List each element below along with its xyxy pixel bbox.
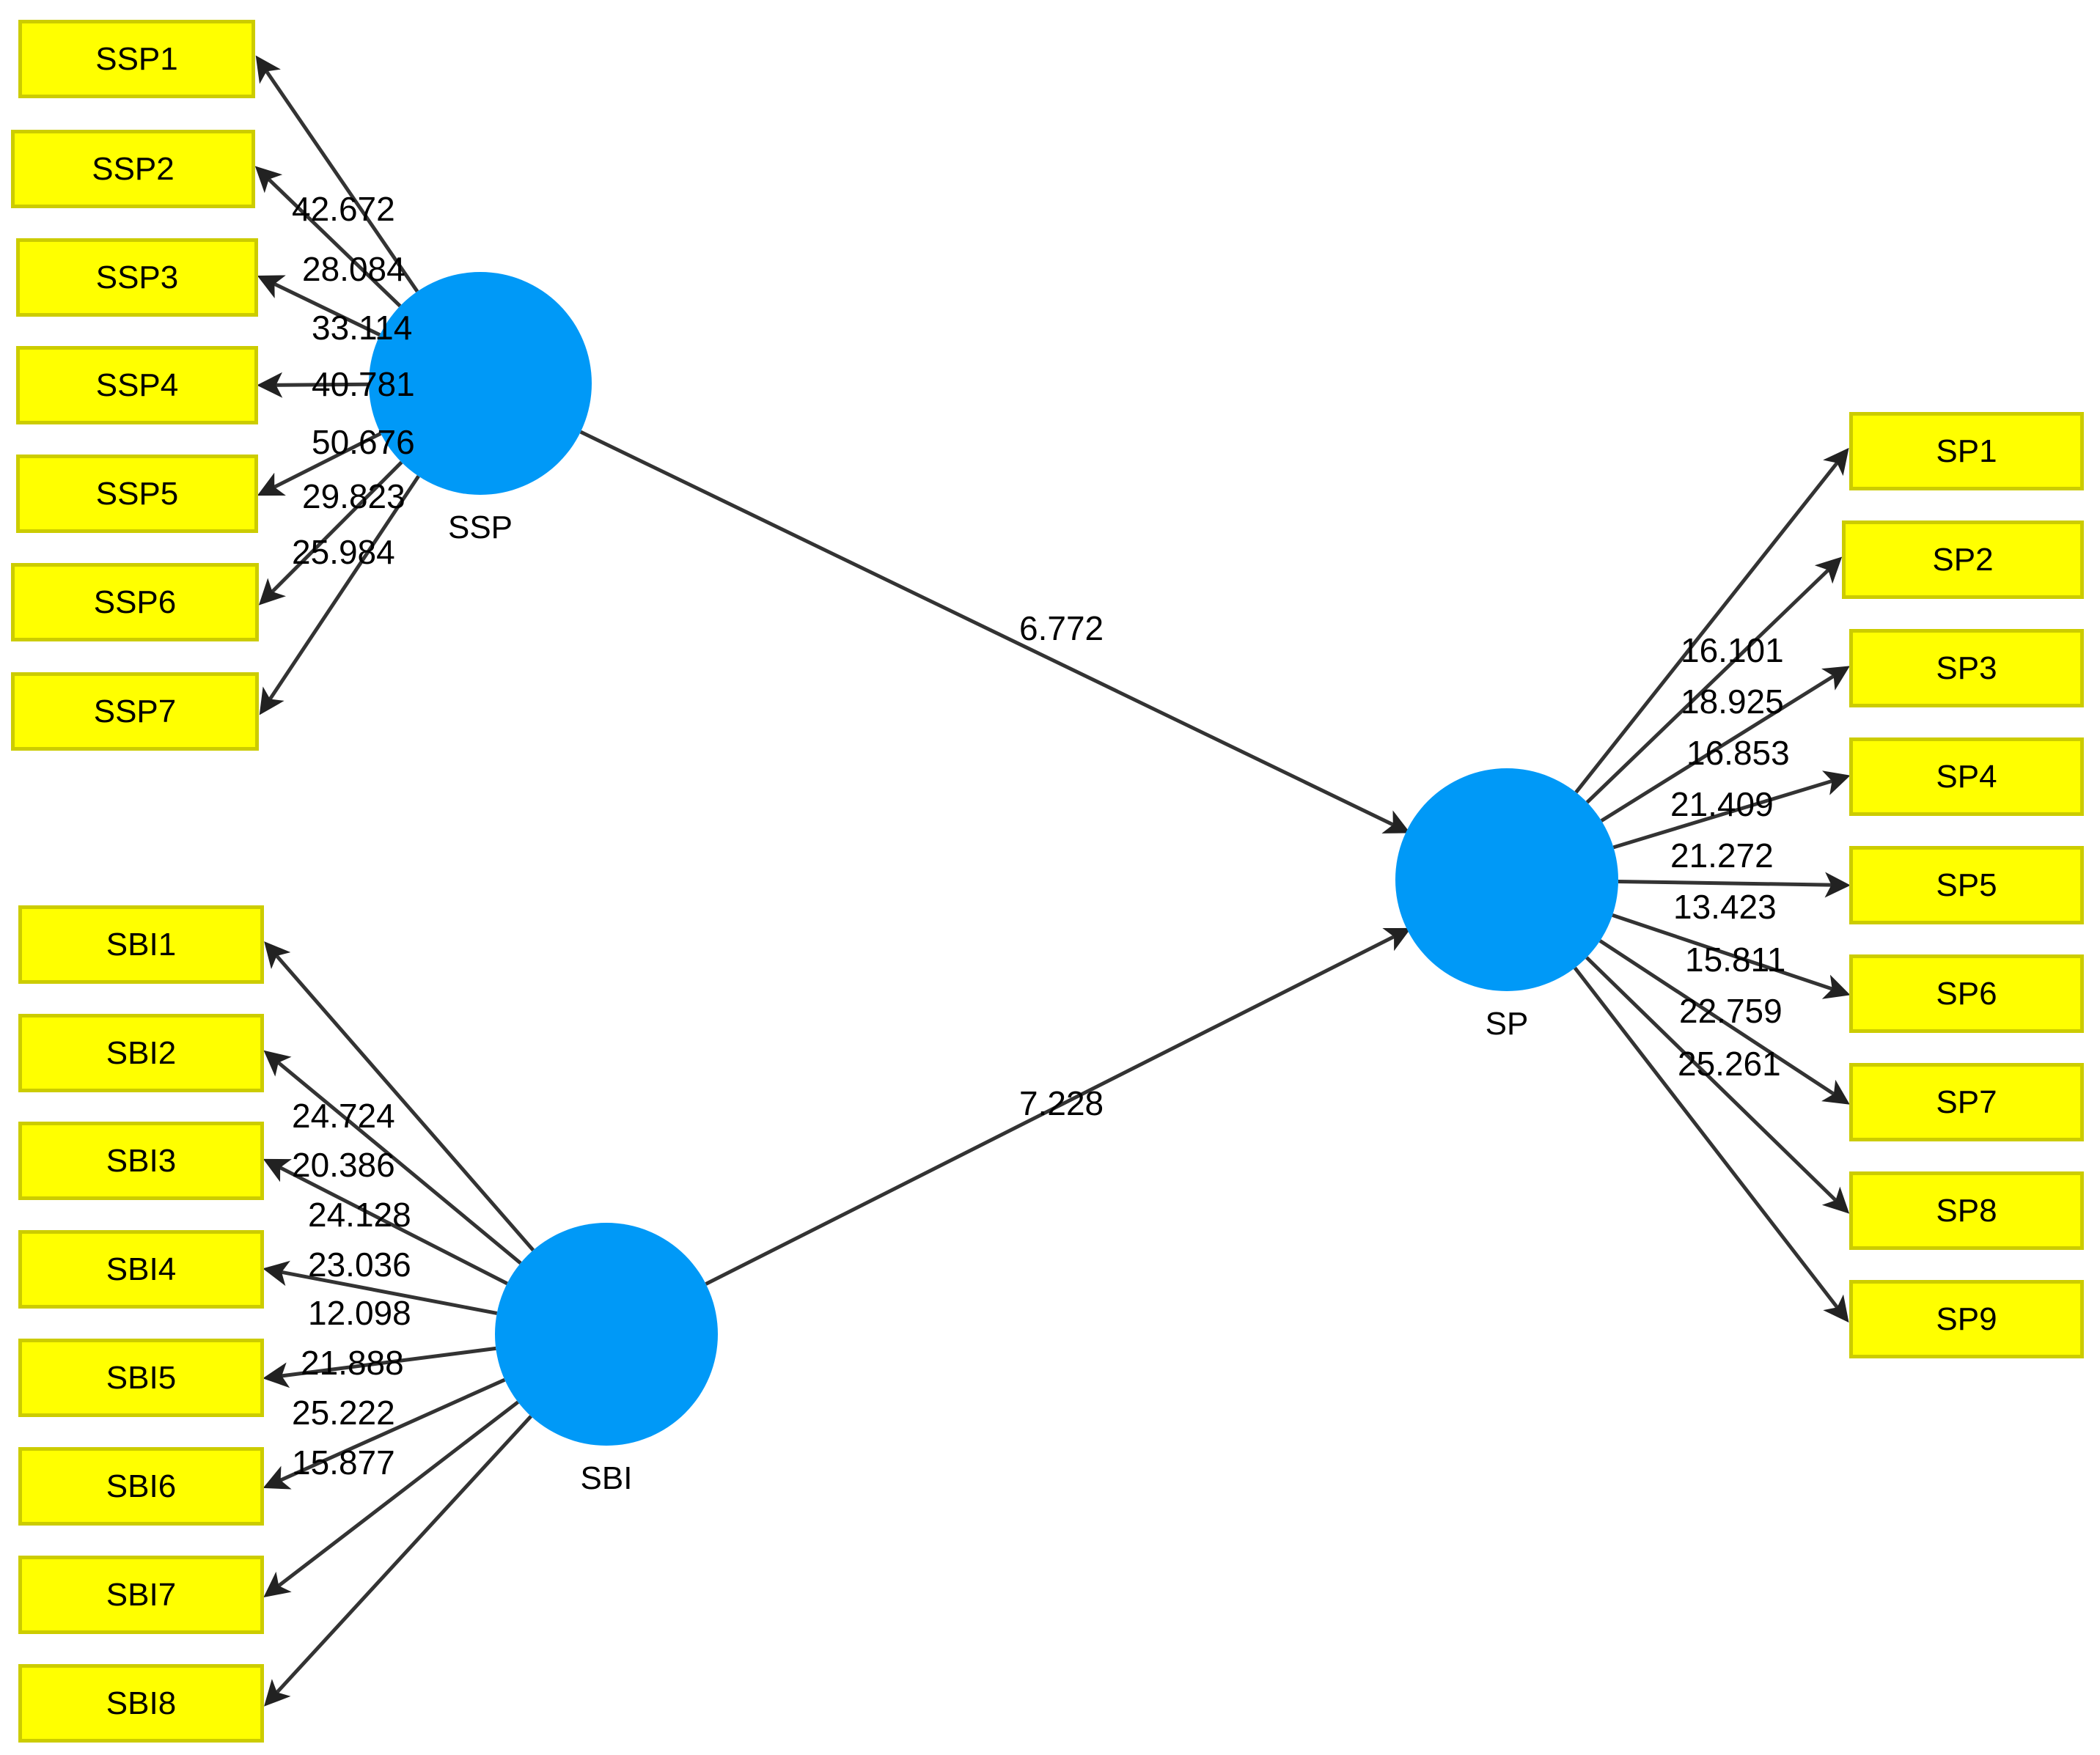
indicator-box-ssp6[interactable]: SSP6 [11, 563, 259, 641]
loading-value-sp9: 25.261 [1678, 1045, 1781, 1083]
indicator-box-sp9[interactable]: SP9 [1849, 1280, 2084, 1358]
loading-value-sp5: 21.272 [1670, 836, 1774, 875]
indicator-box-sbi8[interactable]: SBI8 [18, 1664, 264, 1743]
indicator-box-sp1[interactable]: SP1 [1849, 412, 2084, 490]
indicator-box-ssp3[interactable]: SSP3 [16, 238, 258, 317]
latent-circle-sp[interactable] [1395, 768, 1618, 991]
indicator-box-sp6[interactable]: SP6 [1849, 954, 2084, 1033]
indicator-label: SP6 [1936, 975, 1997, 1012]
loading-value-sbi4: 23.036 [308, 1246, 411, 1284]
indicator-label: SBI6 [106, 1468, 177, 1504]
indicator-box-sp2[interactable]: SP2 [1842, 520, 2084, 599]
indicator-label: SBI2 [106, 1034, 177, 1071]
indicator-label: SP8 [1936, 1192, 1997, 1229]
indicator-box-sbi4[interactable]: SBI4 [18, 1230, 264, 1309]
indicator-label: SP1 [1936, 433, 1997, 469]
indicator-box-ssp4[interactable]: SSP4 [16, 346, 258, 424]
loading-value-ssp6: 29.823 [302, 477, 405, 515]
indicator-box-ssp5[interactable]: SSP5 [16, 455, 258, 533]
loading-value-sbi5: 12.098 [308, 1294, 411, 1332]
loading-value-sp8: 22.759 [1679, 992, 1783, 1030]
indicator-box-sp7[interactable]: SP7 [1849, 1063, 2084, 1141]
loading-value-sbi2: 20.386 [292, 1146, 395, 1184]
arrow-line [1618, 872, 1851, 898]
loading-value-sp1: 16.101 [1681, 631, 1784, 669]
indicator-box-sbi2[interactable]: SBI2 [18, 1014, 264, 1092]
indicator-label: SP4 [1936, 758, 1997, 795]
loading-value-sbi1: 24.724 [292, 1097, 395, 1135]
indicator-box-ssp1[interactable]: SSP1 [18, 20, 255, 98]
path-coefficient-sbi-sp: 7.228 [1019, 1084, 1104, 1122]
loading-value-ssp1: 42.672 [292, 190, 395, 228]
indicator-box-sbi5[interactable]: SBI5 [18, 1339, 264, 1417]
loading-value-sp4: 21.409 [1670, 785, 1774, 823]
loading-value-sbi8: 15.877 [292, 1443, 395, 1482]
loading-value-sp3: 16.853 [1686, 734, 1790, 772]
indicator-label: SP5 [1936, 867, 1997, 903]
loading-value-ssp5: 50.676 [312, 423, 415, 461]
arrow-line [579, 430, 1411, 834]
loading-value-ssp2: 28.084 [302, 250, 405, 288]
indicator-label: SBI3 [106, 1142, 177, 1179]
indicator-box-sp8[interactable]: SP8 [1849, 1171, 2084, 1250]
indicator-label: SBI1 [106, 926, 177, 963]
loading-value-sbi7: 25.222 [292, 1394, 395, 1432]
indicator-label: SBI8 [106, 1685, 177, 1721]
indicator-label: SSP2 [92, 150, 175, 187]
indicator-box-sp3[interactable]: SP3 [1849, 629, 2084, 707]
latent-label-ssp: SSP [447, 509, 513, 545]
loading-value-sp2: 18.925 [1681, 682, 1784, 721]
indicator-box-sbi3[interactable]: SBI3 [18, 1122, 264, 1200]
indicator-label: SP3 [1936, 650, 1997, 686]
indicator-label: SSP1 [95, 40, 178, 77]
indicator-label: SBI7 [106, 1576, 177, 1613]
indicator-box-ssp2[interactable]: SSP2 [11, 130, 255, 208]
latent-circle-sbi[interactable] [495, 1223, 718, 1446]
latent-label-sp: SP [1485, 1006, 1529, 1042]
indicator-label: SSP7 [93, 693, 177, 729]
indicator-box-ssp7[interactable]: SSP7 [11, 672, 259, 751]
indicator-box-sp4[interactable]: SP4 [1849, 737, 2084, 816]
indicator-label: SSP4 [95, 367, 179, 403]
indicator-label: SP7 [1936, 1083, 1997, 1120]
loading-value-sbi3: 24.128 [308, 1196, 411, 1234]
indicator-box-sbi6[interactable]: SBI6 [18, 1447, 264, 1526]
indicator-box-sbi1[interactable]: SBI1 [18, 905, 264, 984]
loading-value-sp6: 13.423 [1673, 888, 1777, 926]
indicator-label: SSP6 [93, 584, 177, 620]
loading-value-ssp3: 33.114 [312, 309, 413, 347]
indicator-label: SBI5 [106, 1359, 177, 1396]
latent-label-sbi: SBI [580, 1460, 633, 1496]
loading-value-ssp7: 25.984 [292, 533, 395, 571]
indicator-label: SP2 [1932, 541, 1994, 578]
loading-value-sp7: 15.811 [1685, 941, 1786, 979]
latent-circle-ssp[interactable] [369, 272, 592, 495]
indicator-label: SSP5 [95, 475, 179, 512]
indicator-label: SSP3 [95, 259, 179, 295]
indicator-label: SP9 [1936, 1300, 1997, 1337]
indicator-box-sp5[interactable]: SP5 [1849, 846, 2084, 924]
path-coefficient-ssp-sp: 6.772 [1019, 609, 1104, 647]
indicator-label: SBI4 [106, 1251, 177, 1287]
loading-value-ssp4: 40.781 [312, 365, 415, 403]
loading-value-sbi6: 21.888 [301, 1344, 404, 1382]
indicator-box-sbi7[interactable]: SBI7 [18, 1556, 264, 1634]
